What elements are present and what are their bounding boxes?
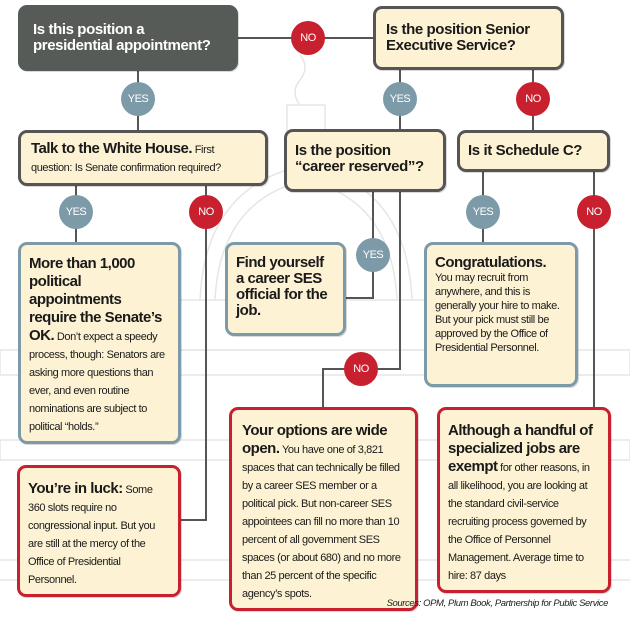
- question-schedule-c: Is it Schedule C?: [457, 130, 610, 172]
- yes-badge: YES: [121, 82, 155, 116]
- yes-badge: YES: [383, 82, 417, 116]
- talk-to-white-house: Talk to the White House. First question:…: [18, 130, 268, 186]
- connector: [322, 368, 324, 407]
- question-presidential-appointment: Is this position a presidential appointm…: [18, 5, 238, 71]
- question-career-reserved: Is the position “career reserved”?: [284, 129, 446, 192]
- exempt-jobs-info: Although a handful of specialized jobs a…: [437, 407, 611, 593]
- question-senior-executive-service: Is the position Senior Executive Service…: [373, 6, 564, 70]
- congratulations-info: Congratulations. You may recruit from an…: [424, 242, 578, 387]
- no-badge: NO: [291, 21, 325, 55]
- youre-in-luck-info: You’re in luck: Some 360 slots require n…: [17, 465, 181, 597]
- yes-badge: YES: [59, 195, 93, 229]
- no-badge: NO: [577, 195, 611, 229]
- connector: [205, 183, 207, 521]
- find-career-official: Find yourself a career SES official for …: [225, 242, 346, 336]
- connector: [346, 297, 374, 299]
- connector: [593, 172, 595, 407]
- connector: [399, 192, 401, 370]
- options-wide-open-info: Your options are wide open. You have one…: [229, 407, 418, 611]
- senate-confirmation-info: More than 1,000 political appointments r…: [18, 242, 181, 444]
- sources-note: Sources: OPM, Plum Book, Partnership for…: [386, 598, 609, 609]
- yes-badge: YES: [356, 238, 390, 272]
- yes-badge: YES: [466, 195, 500, 229]
- connector: [181, 519, 207, 521]
- no-badge: NO: [516, 82, 550, 116]
- no-badge: NO: [344, 352, 378, 386]
- no-badge: NO: [189, 195, 223, 229]
